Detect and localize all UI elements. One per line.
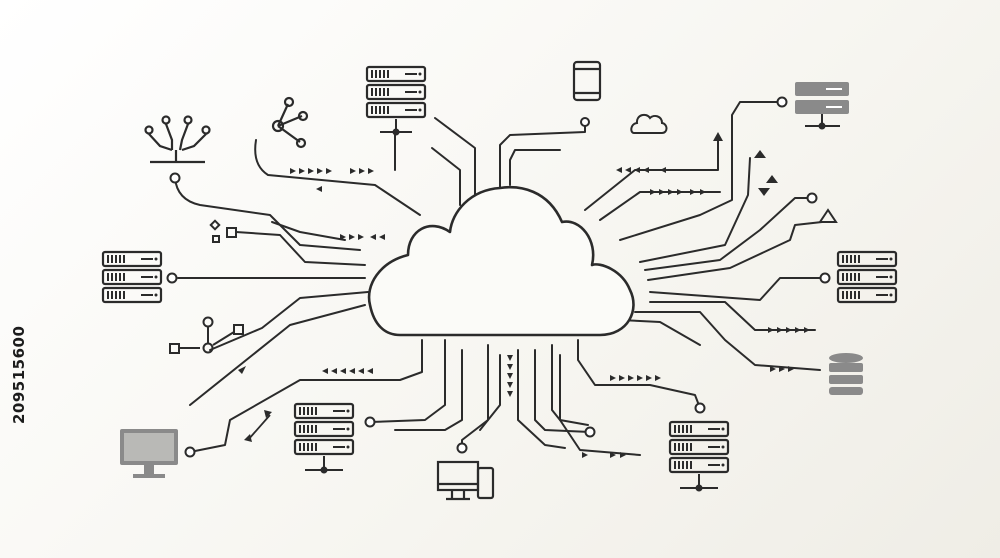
- arrow-diagonal-bottom-2: [264, 410, 272, 418]
- arrow-stream-right: [768, 327, 810, 372]
- flow-nodes-icon: [169, 316, 244, 354]
- double-arrow-line: [247, 414, 271, 441]
- arrow-stream-top-right: [616, 167, 706, 195]
- arrow-stream-bottom-right: [582, 375, 661, 458]
- server-rack-icon-left: [101, 250, 163, 304]
- up-arrow-icon: [713, 132, 723, 141]
- server-rack-icon-bottom-left: [293, 402, 355, 474]
- connector-nodes: [166, 96, 831, 458]
- arrow-diagonal-bottom: [244, 434, 252, 442]
- arrow-diagonal-left: [238, 366, 246, 374]
- arrow-stream-top-left: [290, 168, 374, 174]
- monitor-icon: [120, 429, 178, 478]
- small-nodes-icon: [209, 219, 237, 243]
- arrow-stream-bottom-left: [322, 368, 373, 374]
- arrow-left-small: [316, 186, 322, 192]
- arrow-stream-bottom-center: [507, 355, 513, 397]
- arrow-stream-mid-left: [340, 234, 385, 240]
- smartphone-icon: [572, 60, 602, 102]
- cloud-icon: [367, 186, 635, 337]
- server-rack-icon-top: [365, 65, 427, 136]
- small-cloud-icon: [630, 113, 668, 134]
- server-rack-icon-right: [836, 250, 898, 304]
- server-rack-icon-top-right: [795, 82, 849, 130]
- desktop-and-phone-icon: [436, 460, 495, 501]
- arrow-streams: [238, 167, 810, 458]
- share-nodes-icon: [271, 96, 309, 149]
- triangle-icon: [754, 150, 838, 223]
- database-icon: [829, 353, 863, 395]
- network-tree-icon: [144, 115, 211, 164]
- server-rack-icon-bottom-right: [668, 420, 730, 492]
